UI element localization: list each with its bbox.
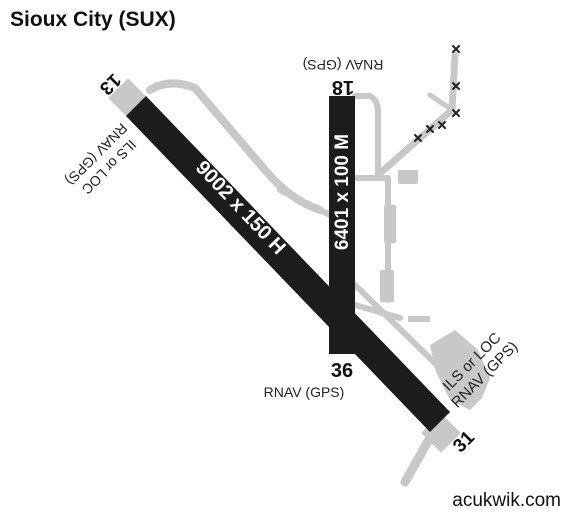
taxiway-connector-east bbox=[352, 175, 391, 303]
runway-18-36: 6401 x 100 M bbox=[329, 96, 355, 354]
closed-x-marker bbox=[452, 109, 460, 117]
apron-southeast bbox=[430, 330, 490, 410]
taxiway-connector-cross bbox=[277, 187, 333, 218]
runway-18-36-surface bbox=[329, 96, 355, 354]
runway-end-18: 18 bbox=[332, 76, 354, 98]
apron-north bbox=[398, 170, 418, 184]
closed-x-marker bbox=[452, 45, 460, 53]
taxiway-connector-36 bbox=[352, 302, 403, 321]
closed-x-marker bbox=[452, 82, 460, 90]
closed-markers bbox=[414, 45, 460, 142]
source-credit: acukwik.com bbox=[452, 490, 561, 511]
apron-fbo bbox=[380, 270, 394, 302]
apron-small bbox=[408, 316, 430, 322]
runway-18-36-dimensions: 6401 x 100 M bbox=[332, 134, 353, 250]
apron-terminal bbox=[384, 205, 396, 243]
closed-x-marker bbox=[438, 121, 446, 129]
runway-13-31-surface bbox=[126, 96, 450, 432]
runway-13-31-dimensions: 9002 x 150 H bbox=[191, 157, 290, 259]
airport-title: Sioux City (SUX) bbox=[10, 8, 176, 31]
taxiway-northeast bbox=[374, 51, 459, 179]
closed-x-marker bbox=[414, 134, 422, 142]
apron-areas bbox=[380, 170, 490, 410]
closed-x-marker bbox=[426, 125, 434, 133]
runway-end-36: 36 bbox=[331, 360, 353, 382]
approach-18-rnav: RNAV (GPS) bbox=[303, 57, 384, 73]
approach-36-rnav: RNAV (GPS) bbox=[264, 384, 345, 400]
taxiway-parallel-18-36 bbox=[352, 93, 381, 181]
approach-label-13: ILS or LOC RNAV (GPS) bbox=[62, 120, 139, 197]
taxiway-northeast-spur bbox=[427, 92, 455, 113]
